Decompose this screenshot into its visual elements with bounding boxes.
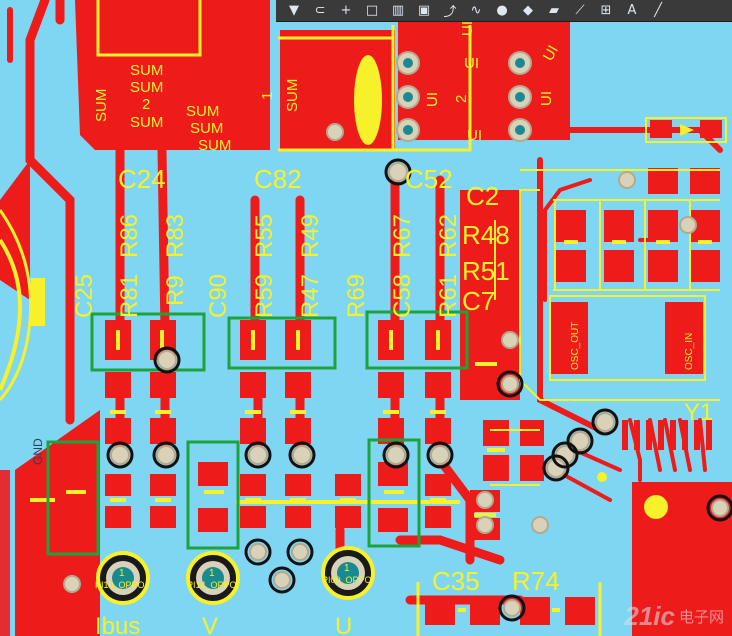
- refdes-label: C82: [254, 164, 302, 194]
- test-point-label: PI00_OPPO: [322, 575, 372, 585]
- refdes-label: R83: [162, 214, 189, 258]
- connector-outline: [0, 209, 33, 401]
- refdes-label: R81: [116, 274, 143, 318]
- refdes-label: R86: [116, 214, 143, 258]
- pin-icon[interactable]: ●: [496, 3, 508, 18]
- sum-label: SUM: [190, 120, 223, 137]
- vias: [63, 51, 732, 622]
- refdes-label: R61: [435, 274, 462, 318]
- refdes-label: R51: [462, 256, 510, 286]
- interactive-route-icon[interactable]: ⤴: [443, 5, 457, 20]
- refdes-label: R9: [162, 275, 189, 306]
- refdes-label: R62: [435, 214, 462, 258]
- ibus-label: Ibus: [95, 613, 140, 636]
- crosshair-icon[interactable]: +: [340, 3, 352, 18]
- ui-label: UI: [459, 21, 476, 36]
- refdes-label: C2: [466, 181, 499, 211]
- test-point-label: PI14_OPPO: [187, 580, 237, 590]
- ui-label: UI: [464, 55, 479, 72]
- refdes-label: R67: [389, 214, 416, 258]
- u-label: U: [335, 613, 352, 636]
- refdes-label: R74: [512, 566, 560, 596]
- polygon-icon[interactable]: ◆: [523, 3, 533, 18]
- refdes-label: C52: [405, 164, 453, 194]
- test-point-number: 1: [344, 563, 350, 574]
- route-icon[interactable]: ⊂: [314, 3, 326, 18]
- test-point-label: PI10_OPPO: [95, 580, 145, 590]
- sum-label-right: SUM: [284, 79, 301, 112]
- sum-label: SUM: [130, 62, 163, 79]
- pcb-toolbar: ▼ ⊂ + □ ▥ ▣ ⤴ ∿ ● ◆ ▰ ⟋ ⊞ A ╱: [276, 0, 732, 22]
- filter-icon[interactable]: ▼: [289, 3, 299, 18]
- test-point-number: 1: [209, 568, 215, 579]
- sum-label: SUM: [130, 79, 163, 96]
- refdes-label: C58: [389, 274, 416, 318]
- sum-label: SUM: [186, 103, 219, 120]
- refdes-label: C24: [118, 164, 166, 194]
- refdes-label: R48: [462, 220, 510, 250]
- watermark-text: 电子网: [678, 608, 724, 626]
- osc-out-label: OSC_OUT: [570, 322, 581, 370]
- gnd-label: GND: [31, 438, 45, 465]
- refdes-label: C35: [432, 566, 480, 596]
- ui-label: UI: [467, 127, 482, 144]
- y1-label: Y1: [684, 399, 713, 426]
- refdes-label: C90: [205, 274, 232, 318]
- sum-label: 2: [142, 96, 150, 113]
- chart-icon[interactable]: ▥: [391, 3, 405, 18]
- sum-pin-number: 1: [259, 92, 276, 100]
- refdes-label: C7: [462, 286, 495, 316]
- silkscreen-text: SUM SUM 2 SUM SUM SUM SUM SUM 1 SUM UI U…: [71, 21, 713, 636]
- ui-label: UI: [424, 92, 441, 107]
- refdes-label: R49: [297, 214, 324, 258]
- ui-label: UI: [538, 91, 555, 106]
- v-label: V: [202, 613, 218, 636]
- draw-line-icon[interactable]: ╱: [654, 3, 662, 18]
- refdes-label: R69: [343, 274, 370, 318]
- refdes-label: R47: [297, 274, 324, 318]
- osc-in-label: OSC_IN: [684, 333, 695, 370]
- sum-label: SUM: [198, 137, 231, 154]
- refdes-label: C25: [71, 274, 98, 318]
- sum-label: SUM: [130, 114, 163, 131]
- string-icon[interactable]: A: [627, 3, 637, 18]
- component-courtyards: [46, 310, 469, 556]
- test-point-number: 1: [119, 568, 125, 579]
- watermark-logo: 21ic: [624, 601, 675, 631]
- refdes-label: R55: [251, 214, 278, 258]
- ui-pin-number: 2: [453, 95, 470, 103]
- line-icon[interactable]: ⟋: [575, 3, 585, 18]
- select-rect-icon[interactable]: □: [365, 3, 379, 18]
- sum-label-rotated: SUM: [93, 89, 110, 122]
- component-icon[interactable]: ▣: [417, 3, 431, 18]
- layer-icon[interactable]: ▰: [549, 3, 559, 18]
- test-points: [96, 546, 375, 605]
- diff-pair-icon[interactable]: ∿: [470, 3, 482, 18]
- refdes-label: R59: [251, 274, 278, 318]
- ui-label: UI: [540, 43, 562, 64]
- watermark: 21ic 电子网: [624, 601, 724, 632]
- dimension-icon[interactable]: ⊞: [600, 3, 612, 18]
- silkscreen-fills: [31, 55, 712, 612]
